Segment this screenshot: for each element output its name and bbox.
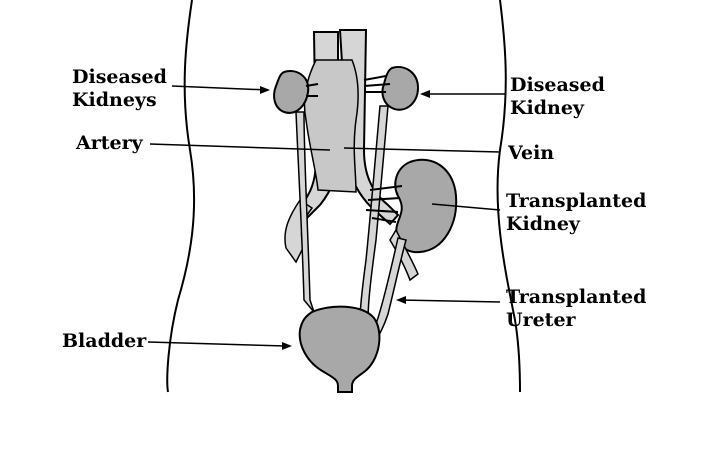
label-transplanted-kidney-line2: Kidney (506, 213, 580, 235)
label-diseased-kidneys-left-line1: Diseased (72, 66, 167, 88)
arrowhead-diseased-kidneys-left (260, 86, 270, 94)
great-vessels-body (303, 59, 359, 193)
transplant-artery-vein-connection (365, 185, 403, 223)
native-ureter-left (295, 111, 315, 313)
body-outline-left (166, 0, 196, 393)
pointer-diseased-kidneys-left (171, 85, 269, 91)
label-bladder: Bladder (62, 330, 147, 352)
pointer-artery (149, 143, 331, 151)
label-vein: Vein (508, 142, 555, 164)
renal-vessels-left (305, 83, 319, 97)
pointer-transplanted-kidney (431, 203, 501, 211)
label-diseased-kidneys-left-line2: Kidneys (72, 89, 157, 111)
label-diseased-kidney-right-line2: Kidney (510, 97, 584, 119)
label-artery: Artery (76, 132, 143, 154)
pointer-vein (343, 147, 501, 153)
body-outline-right (496, 0, 521, 393)
diseased-kidney-left (273, 70, 310, 114)
label-transplanted-ureter-line2: Ureter (506, 309, 576, 331)
arrowhead-diseased-kidney-right (420, 90, 430, 98)
label-transplanted-ureter: Transplanted Ureter (506, 286, 646, 332)
label-transplanted-kidney-line1: Transplanted (506, 190, 647, 212)
pointer-bladder (147, 341, 287, 347)
label-diseased-kidneys-left: Diseased Kidneys (72, 66, 167, 112)
label-transplanted-ureter-line1: Transplanted (506, 286, 647, 308)
renal-vessels-right (363, 75, 391, 93)
arrowhead-bladder (282, 342, 292, 350)
label-transplanted-kidney: Transplanted Kidney (506, 190, 646, 236)
label-diseased-kidney-right: Diseased Kidney (510, 74, 605, 120)
diseased-kidney-right (381, 66, 420, 111)
bladder (298, 305, 381, 393)
arrowhead-transplanted-ureter (396, 296, 406, 304)
label-diseased-kidney-right-line1: Diseased (510, 74, 605, 96)
pointer-transplanted-ureter (399, 299, 501, 303)
